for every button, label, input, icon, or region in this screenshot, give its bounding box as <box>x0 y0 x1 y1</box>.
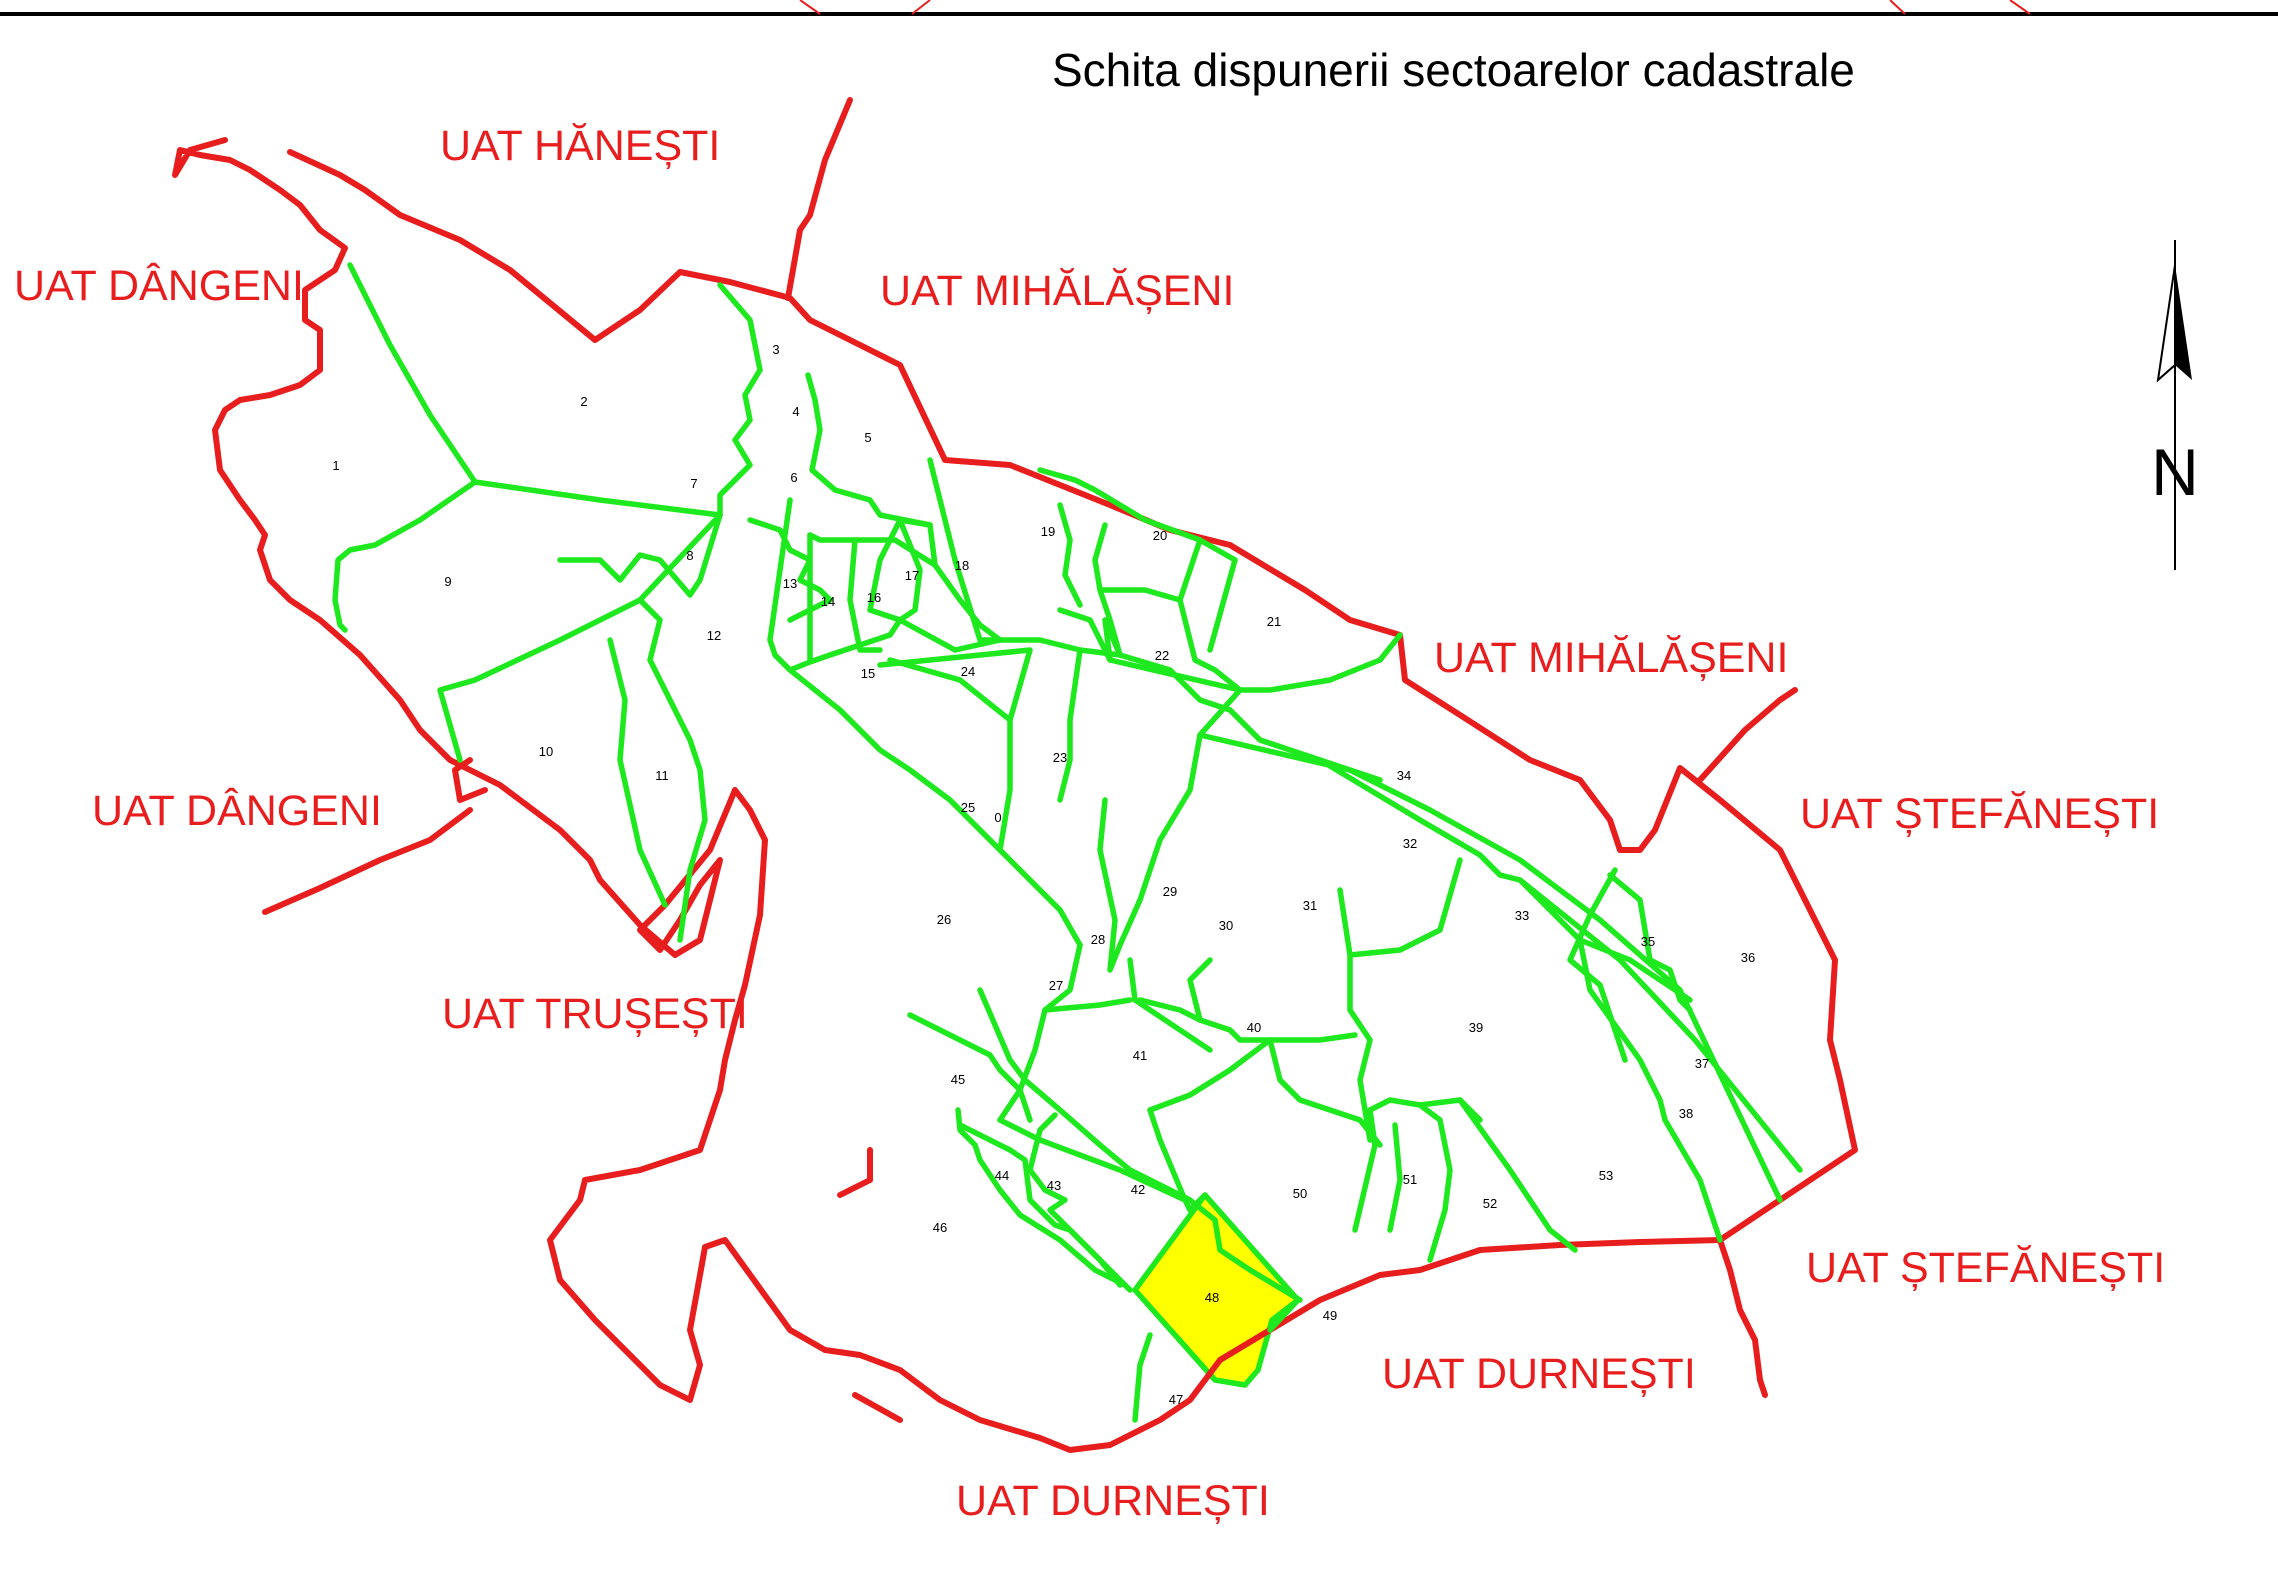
uat-label-stefanesti-south: UAT ȘTEFĂNEȘTI <box>1806 1244 2165 1292</box>
sector-label[interactable]: 3 <box>772 342 779 357</box>
sector-labels: 1 2 3 4 5 6 7 8 9 10 11 12 13 14 15 16 1… <box>332 342 1755 1407</box>
north-arrow: N <box>2151 240 2199 570</box>
sector-label[interactable]: 48 <box>1205 1290 1219 1305</box>
sector-label[interactable]: 9 <box>444 574 451 589</box>
sector-label[interactable]: 16 <box>867 590 881 605</box>
sector-label[interactable]: 6 <box>790 470 797 485</box>
sector-label[interactable]: 18 <box>955 558 969 573</box>
sector-label[interactable]: 36 <box>1741 950 1755 965</box>
sector-label[interactable]: 39 <box>1469 1020 1483 1035</box>
sector-label[interactable]: 7 <box>690 476 697 491</box>
uat-label-durnesti-east: UAT DURNEȘTI <box>1382 1350 1696 1398</box>
sector-label[interactable]: 12 <box>707 628 721 643</box>
uat-label-trusesti: UAT TRUȘEȘTI <box>442 990 748 1038</box>
sector-label[interactable]: 38 <box>1679 1106 1693 1121</box>
sector-label[interactable]: 8 <box>686 548 693 563</box>
sector-label[interactable]: 14 <box>821 594 835 609</box>
sector-label[interactable]: 32 <box>1403 836 1417 851</box>
sector-label[interactable]: 52 <box>1483 1196 1497 1211</box>
sector-label[interactable]: 15 <box>861 666 875 681</box>
sector-label[interactable]: 46 <box>933 1220 947 1235</box>
uat-label-stefanesti-north: UAT ȘTEFĂNEȘTI <box>1800 790 2159 838</box>
sector-label[interactable]: 30 <box>1219 918 1233 933</box>
uat-line-west <box>262 807 473 915</box>
sector-label[interactable]: 41 <box>1133 1048 1147 1063</box>
map-title: Schita dispunerii sectoarelor cadastrale <box>1052 44 1855 96</box>
uat-label-mihalaseni-east: UAT MIHĂLĂȘENI <box>1434 634 1788 682</box>
uat-label-durnesti-south: UAT DURNEȘTI <box>956 1477 1270 1525</box>
sector-label[interactable]: 21 <box>1267 614 1281 629</box>
sector-label[interactable]: 47 <box>1169 1392 1183 1407</box>
sector-label[interactable]: 0 <box>994 810 1001 825</box>
sector-label[interactable]: 11 <box>655 768 669 783</box>
uat-label-mihalaseni-north: UAT MIHĂLĂȘENI <box>880 267 1234 315</box>
frame-top-mark <box>799 0 2031 15</box>
sector-label[interactable]: 53 <box>1599 1168 1613 1183</box>
sector-boundaries <box>332 262 1803 1423</box>
sector-label[interactable]: 17 <box>905 568 919 583</box>
sector-label[interactable]: 40 <box>1247 1020 1261 1035</box>
uat-line-south-tail <box>852 1392 903 1423</box>
sector-label[interactable]: 10 <box>539 744 553 759</box>
uat-label-dangeni-south: UAT DÂNGENI <box>92 787 382 835</box>
sector-label[interactable]: 45 <box>951 1072 965 1087</box>
sector-label[interactable]: 26 <box>937 912 951 927</box>
sector-label[interactable]: 23 <box>1053 750 1067 765</box>
north-label: N <box>2151 435 2199 509</box>
sector-label[interactable]: 49 <box>1323 1308 1337 1323</box>
uat-labels: UAT HĂNEȘTI UAT DÂNGENI UAT MIHĂLĂȘENI U… <box>14 122 2165 1525</box>
sector-label[interactable]: 34 <box>1397 768 1411 783</box>
sector-label[interactable]: 19 <box>1041 524 1055 539</box>
sector-label[interactable]: 50 <box>1293 1186 1307 1201</box>
sector-label[interactable]: 4 <box>792 404 799 419</box>
uat-label-hanesti: UAT HĂNEȘTI <box>440 122 720 170</box>
uat-line-north <box>785 97 853 301</box>
sector-label[interactable]: 27 <box>1049 978 1063 993</box>
sector-label[interactable]: 33 <box>1515 908 1529 923</box>
uat-line-northeast <box>1697 687 1798 783</box>
uat-line-west-small <box>452 757 488 803</box>
sector-label[interactable]: 31 <box>1303 898 1317 913</box>
sector-label[interactable]: 51 <box>1403 1172 1417 1187</box>
uat-boundary <box>172 137 1858 1453</box>
sector-label[interactable]: 2 <box>580 394 587 409</box>
sector-label[interactable]: 37 <box>1695 1056 1709 1071</box>
sector-label[interactable]: 24 <box>961 664 975 679</box>
sector-label[interactable]: 20 <box>1153 528 1167 543</box>
sector-label[interactable]: 1 <box>332 458 339 473</box>
uat-label-dangeni-north: UAT DÂNGENI <box>14 262 304 310</box>
sector-label[interactable]: 22 <box>1155 648 1169 663</box>
sector-label[interactable]: 35 <box>1641 934 1655 949</box>
sector-label[interactable]: 43 <box>1047 1178 1061 1193</box>
sector-label[interactable]: 44 <box>995 1168 1009 1183</box>
sector-label[interactable]: 25 <box>961 800 975 815</box>
sector-label[interactable]: 28 <box>1091 932 1105 947</box>
sector-label[interactable]: 13 <box>783 576 797 591</box>
sector-label[interactable]: 42 <box>1131 1182 1145 1197</box>
uat-line-south <box>1717 1237 1768 1398</box>
uat-line-southwest <box>837 1147 873 1198</box>
sector-label[interactable]: 5 <box>864 430 871 445</box>
sector-label[interactable]: 29 <box>1163 884 1177 899</box>
